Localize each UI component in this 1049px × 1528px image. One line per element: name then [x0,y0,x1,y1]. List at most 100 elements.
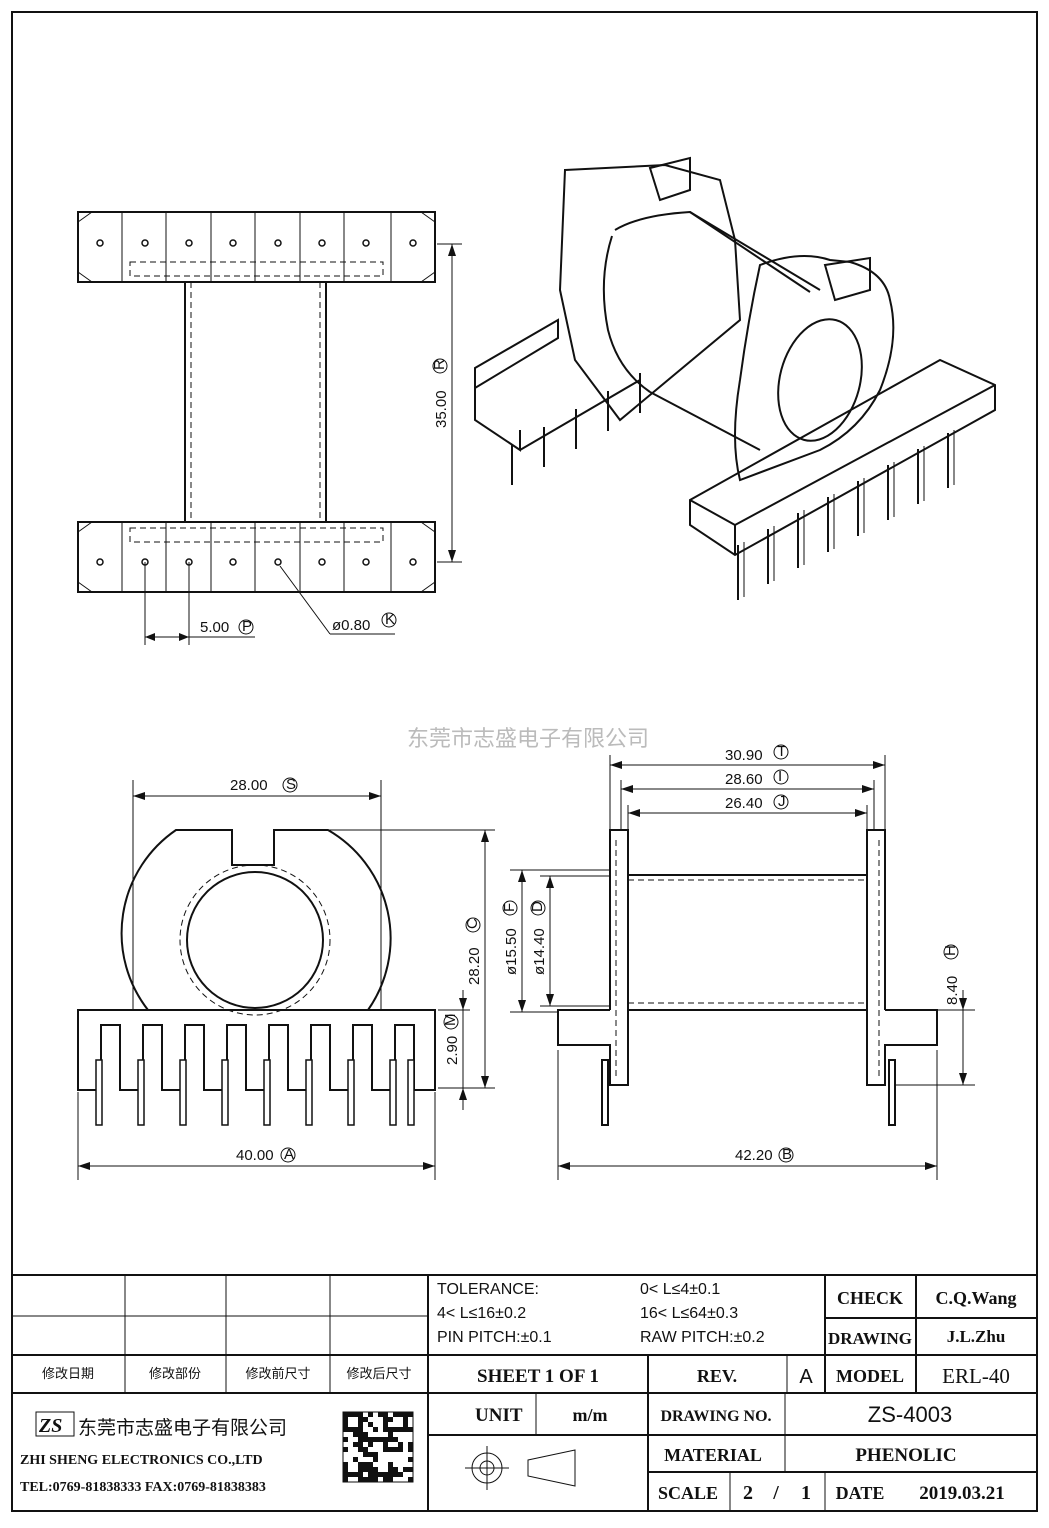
qr-cell [373,1472,378,1477]
dim-side-w2-tag: I [778,768,782,785]
top-pin [274,558,282,566]
qr-cell [358,1467,363,1472]
top-pin [96,558,104,566]
qr-cell [393,1472,398,1477]
front-pin [305,1059,313,1126]
qr-cell [383,1427,388,1432]
qr-cell [393,1437,398,1442]
front-pin [407,1059,415,1126]
qr-cell [408,1442,413,1447]
qr-cell [343,1437,348,1442]
qr-cell [358,1412,363,1417]
qr-cell [358,1472,363,1477]
dim-side-w3: 26.40 [725,795,763,812]
isometric-view [474,156,996,600]
qr-cell [348,1427,353,1432]
qr-cell [383,1417,388,1422]
qr-cell [408,1427,413,1432]
rev-header-after: 修改后尺寸 [346,1366,411,1381]
top-pin [185,239,193,247]
dim-pin-pitch: 5.00 [200,619,229,636]
front-pin [263,1059,271,1126]
front-pin [95,1059,103,1126]
qr-cell [363,1447,368,1452]
qr-cell [388,1447,393,1452]
dim-base-width-tag: A [284,1146,294,1163]
qr-cell [388,1462,393,1467]
qr-code-icon [342,1411,414,1483]
rev-label: REV. [697,1366,737,1386]
rev-header-part: 修改部份 [149,1366,201,1381]
dim-front-height-tag: C [464,918,481,929]
qr-cell [368,1477,373,1482]
material-label: MATERIAL [664,1445,762,1465]
qr-cell [408,1447,413,1452]
drawing-no-label: DRAWING NO. [660,1408,771,1425]
qr-cell [383,1437,388,1442]
dim-base-width: 40.00 [236,1147,274,1164]
qr-cell [373,1437,378,1442]
unit-label: UNIT [475,1405,523,1426]
company-name-en: ZHI SHENG ELECTRONICS CO.,LTD [20,1453,263,1468]
qr-cell [383,1412,388,1417]
qr-cell [348,1472,353,1477]
qr-cell [373,1477,378,1482]
top-pin [229,239,237,247]
qr-cell [368,1412,373,1417]
unit-value: m/m [573,1405,608,1425]
qr-cell [393,1467,398,1472]
qr-cell [363,1462,368,1467]
dim-base-offset: 2.90 [444,1036,461,1065]
qr-cell [403,1467,408,1472]
qr-cell [358,1442,363,1447]
qr-cell [358,1417,363,1422]
qr-cell [393,1427,398,1432]
qr-cell [353,1412,358,1417]
company-name-cn: 东莞市志盛电子有限公司 [78,1417,287,1439]
qr-cell [358,1462,363,1467]
qr-cell [408,1457,413,1462]
tolerance-label: TOLERANCE: [437,1281,539,1298]
rev-header-date: 修改日期 [42,1366,94,1381]
qr-cell [403,1427,408,1432]
front-view: 28.00 S 28.20 C 2.90 M 40.00 A [77,776,495,1180]
qr-cell [408,1477,413,1482]
front-pin [347,1059,355,1126]
qr-cell [363,1452,368,1457]
qr-cell [393,1447,398,1452]
qr-cell [368,1452,373,1457]
date-label: DATE [836,1483,885,1503]
top-pin [409,239,417,247]
qr-cell [408,1467,413,1472]
top-pin [274,239,282,247]
dim-base-offset-tag: M [442,1014,459,1027]
qr-cell [373,1452,378,1457]
qr-cell [398,1447,403,1452]
qr-cell [368,1467,373,1472]
qr-cell [388,1437,393,1442]
top-pin [409,558,417,566]
dim-side-w3-tag: J [778,793,786,810]
check-value: C.Q.Wang [935,1288,1016,1308]
qr-cell [398,1412,403,1417]
qr-cell [348,1412,353,1417]
qr-cell [363,1417,368,1422]
qr-cell [388,1472,393,1477]
qr-cell [363,1432,368,1437]
qr-cell [363,1437,368,1442]
material-value: PHENOLIC [855,1445,956,1466]
check-label: CHECK [837,1288,903,1308]
qr-cell [343,1477,348,1482]
date-value: 2019.03.21 [919,1483,1005,1504]
top-pin [96,239,104,247]
qr-cell [378,1412,383,1417]
side-view: 30.90 T 28.60 I 26.40 J ø15.50 F ø14.40 [501,743,975,1180]
qr-cell [368,1442,373,1447]
qr-cell [398,1442,403,1447]
qr-cell [373,1467,378,1472]
top-pin [318,239,326,247]
dim-pin-dia-tag: K [385,611,395,628]
qr-cell [408,1412,413,1417]
